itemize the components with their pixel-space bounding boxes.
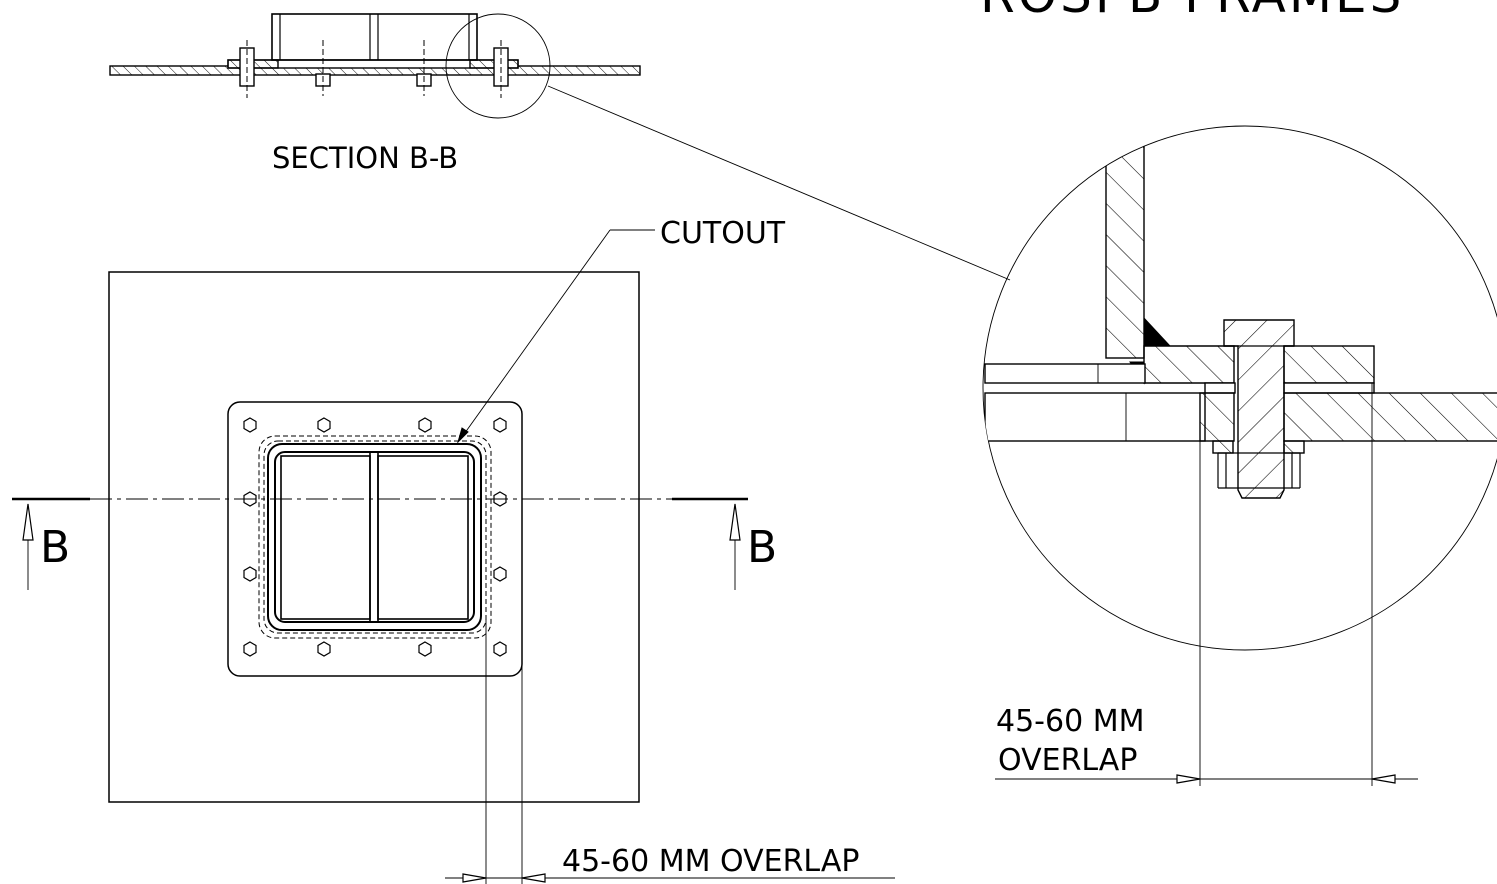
drawing-title: ROSPB FRAMES	[980, 0, 1404, 24]
cutout-leader	[456, 229, 655, 444]
plan-view	[12, 271, 748, 803]
section-bolt	[493, 40, 509, 98]
bolt-hex	[493, 491, 507, 507]
section-b-b-view	[109, 13, 641, 119]
overlap-dimension-bottom	[445, 618, 895, 884]
section-mark-right: B	[747, 522, 777, 573]
detail-view	[982, 125, 1497, 786]
bolt-hex	[243, 417, 257, 433]
overlap-label-detail-line1: 45-60 MM	[996, 704, 1144, 739]
bolt-hex	[493, 566, 507, 582]
bolt-hex	[418, 417, 432, 433]
bolt-hex	[493, 417, 507, 433]
detail-circle-small	[445, 13, 551, 119]
section-bolt	[239, 40, 255, 98]
overlap-label-bottom: 45-60 MM OVERLAP	[562, 844, 859, 879]
bolt-hex	[243, 641, 257, 657]
overlap-label-detail-line2: OVERLAP	[998, 743, 1137, 778]
bolt-hex	[317, 641, 331, 657]
section-mark-left: B	[40, 522, 70, 573]
cutout-label: CUTOUT	[660, 216, 786, 251]
section-label: SECTION B-B	[272, 141, 458, 175]
bolt-hex	[493, 641, 507, 657]
bolt-hex	[243, 566, 257, 582]
bolt-hex	[317, 417, 331, 433]
cutout-outline	[258, 435, 492, 639]
bolt-hex	[418, 641, 432, 657]
section-arrow-left	[22, 503, 34, 590]
detail-leader-line	[547, 85, 1011, 281]
bolt-hex	[243, 491, 257, 507]
base-plate	[108, 271, 640, 803]
detail-circle-large	[982, 125, 1497, 651]
flange-plate	[227, 401, 523, 677]
section-arrow-right	[729, 503, 741, 590]
